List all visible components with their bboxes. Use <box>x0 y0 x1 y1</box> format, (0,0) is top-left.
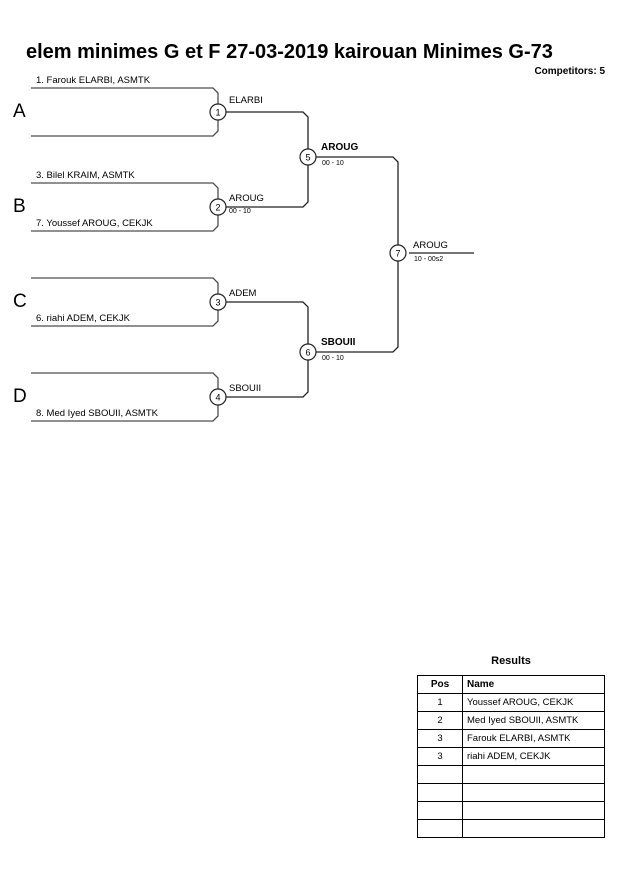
seed-entry-8[interactable]: 8. Med Iyed SBOUII, ASMTK <box>36 408 158 419</box>
results-row-7-name <box>462 801 605 820</box>
svg-text:7: 7 <box>395 249 400 259</box>
svg-text:5: 5 <box>305 153 310 163</box>
table-row: 3 Farouk ELARBI, ASMTK <box>417 729 605 748</box>
match-node-2[interactable]: 2 <box>209 198 227 216</box>
seed-entry-6[interactable]: 6. riahi ADEM, CEKJK <box>36 313 130 324</box>
svg-text:1: 1 <box>215 108 220 118</box>
bracket-line-m4-to-m6 <box>222 357 309 398</box>
svg-text:4: 4 <box>215 393 220 403</box>
match-1-winner: ELARBI <box>229 95 263 106</box>
match-5-score: 00 - 10 <box>322 160 344 167</box>
results-row-1-pos: 1 <box>417 693 463 712</box>
results-row-7-pos <box>417 801 463 820</box>
table-row <box>417 819 605 838</box>
svg-text:6: 6 <box>305 348 310 358</box>
match-node-5[interactable]: 5 <box>299 148 317 166</box>
results-row-6-name <box>462 783 605 802</box>
seed-entry-1[interactable]: 1. Farouk ELARBI, ASMTK <box>36 75 151 86</box>
table-row <box>417 765 605 784</box>
table-row <box>417 783 605 802</box>
match-6-score: 00 - 10 <box>322 355 344 362</box>
results-row-3-pos: 3 <box>417 729 463 748</box>
match-node-7[interactable]: 7 <box>389 244 407 262</box>
results-row-8-name <box>462 819 605 838</box>
match-node-3[interactable]: 3 <box>209 293 227 311</box>
group-letter-a: A <box>13 101 26 122</box>
results-row-2-name: Med Iyed SBOUII, ASMTK <box>462 711 605 730</box>
match-node-1[interactable]: 1 <box>209 103 227 121</box>
table-row <box>417 801 605 820</box>
match-node-6[interactable]: 6 <box>299 343 317 361</box>
group-letter-d: D <box>13 386 27 407</box>
match-7-winner: AROUG <box>413 240 448 251</box>
page-title: elem minimes G et F 27-03-2019 kairouan … <box>26 41 553 63</box>
results-row-2-pos: 2 <box>417 711 463 730</box>
match-7-score: 10 - 00s2 <box>414 256 444 263</box>
seed-entry-3[interactable]: 3. Bilel KRAIM, ASMTK <box>36 170 135 181</box>
match-3-winner: ADEM <box>229 288 257 299</box>
results-header-row: Pos Name <box>417 675 605 694</box>
match-2-winner: AROUG <box>229 193 264 204</box>
match-6-winner: SBOUII <box>321 337 356 348</box>
results-row-6-pos <box>417 783 463 802</box>
results-row-5-name <box>462 765 605 784</box>
results-row-4-pos: 3 <box>417 747 463 766</box>
results-header-pos: Pos <box>417 675 463 694</box>
bracket-line-m5-to-m7 <box>312 156 399 248</box>
match-5-winner: AROUG <box>321 142 359 153</box>
group-letter-c: C <box>13 291 27 312</box>
seed-entry-4[interactable]: 7. Youssef AROUG, CEKJK <box>36 218 153 229</box>
match-4-winner: SBOUII <box>229 383 262 394</box>
bracket-line-m2-to-m5 <box>222 162 309 208</box>
group-letter-b: B <box>13 196 26 217</box>
bracket-diagram: 1 2 3 4 5 6 7 <box>31 87 474 422</box>
bracket-line-m1-to-m5 <box>222 111 309 152</box>
bracket-line-m6-to-m7 <box>312 258 399 353</box>
competitors-count: Competitors: 5 <box>534 66 605 77</box>
svg-text:3: 3 <box>215 298 220 308</box>
bracket-line-m3-to-m6 <box>222 301 309 347</box>
table-row: 2 Med Iyed SBOUII, ASMTK <box>417 711 605 730</box>
table-row: 3 riahi ADEM, CEKJK <box>417 747 605 766</box>
table-row: 1 Youssef AROUG, CEKJK <box>417 693 605 712</box>
results-table: Pos Name 1 Youssef AROUG, CEKJK 2 Med Iy… <box>417 675 605 838</box>
results-row-4-name: riahi ADEM, CEKJK <box>462 747 605 766</box>
results-row-1-name: Youssef AROUG, CEKJK <box>462 693 605 712</box>
results-title: Results <box>491 655 531 667</box>
results-row-5-pos <box>417 765 463 784</box>
results-header-name: Name <box>462 675 605 694</box>
bracket-line-group-a <box>31 87 219 137</box>
results-row-3-name: Farouk ELARBI, ASMTK <box>462 729 605 748</box>
match-node-4[interactable]: 4 <box>209 388 227 406</box>
svg-text:2: 2 <box>215 203 220 213</box>
match-2-score: 00 - 10 <box>229 208 251 215</box>
results-row-8-pos <box>417 819 463 838</box>
